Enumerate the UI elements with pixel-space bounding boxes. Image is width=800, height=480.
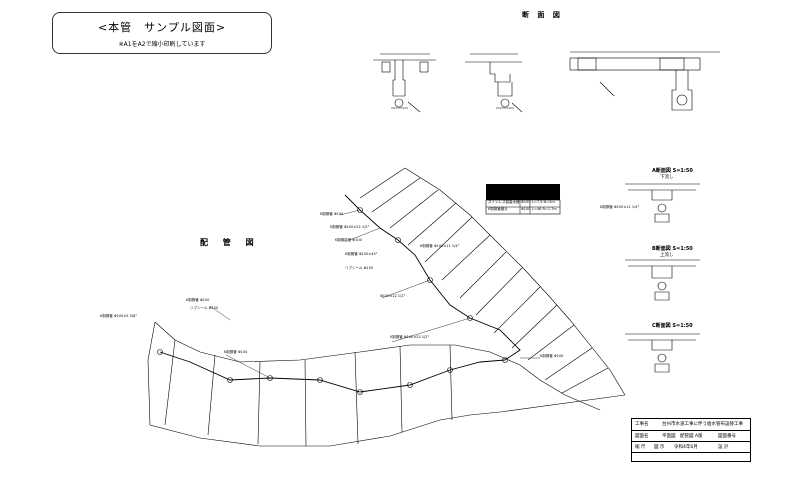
project-value: 台州市水道工事に伴う給水管布設替工事	[662, 422, 743, 427]
pipe-label: K制御管 Φ100×5 5/8°	[100, 314, 137, 318]
section-views-heading: 断 面 図	[522, 11, 563, 19]
pipe-label: K制御管 Φ100	[540, 354, 564, 358]
legend-row-1-b: Φ100	[521, 200, 531, 204]
drawing-no-label: 図面番号	[718, 434, 736, 439]
pipe-label: K制御管 Φ100×22 1/2°	[390, 335, 430, 339]
pipe-label: Φ100×22 1/2°	[380, 294, 406, 298]
pipe-label: リブシール Φ150	[190, 306, 219, 310]
legend-row-1-a: ステンレス製量水器	[488, 200, 520, 204]
sample-title: <本管 サンプル図面>	[97, 21, 227, 34]
section-c-heading: C断面図 S=1:50	[652, 323, 693, 329]
drawing-label: 図面名	[635, 434, 649, 439]
pipe-label: K制御管 Φ100×45°	[345, 252, 378, 256]
scale-value: 図 示	[654, 445, 665, 450]
pipe-label: K制御曲管 Φ100	[335, 238, 362, 242]
legend-row-1-c: L=7.5 N=2m	[532, 200, 555, 204]
pipe-label: リブシール Φ150	[345, 266, 374, 270]
section-b-heading: B断面図 S=1:50	[652, 246, 693, 252]
pipe-label: K制御管 Φ100	[224, 350, 248, 354]
piping-plan-outline	[147, 167, 626, 447]
section-view-3	[569, 51, 720, 111]
section-a-sub: 下流し	[660, 175, 674, 180]
section-view-2	[465, 53, 523, 113]
leader-lines	[209, 209, 540, 379]
section-b-sub: 上流し	[660, 253, 674, 258]
pipe-label: K制御管 Φ100	[320, 212, 344, 216]
scale-label: 縮 尺	[635, 445, 646, 450]
drawing-value: 平面図 配管図 A版	[662, 434, 703, 439]
pipe-label: K制御管 Φ100×11 1/4°	[600, 205, 640, 209]
pipe-label: K制御管 Φ100×22 1/2°	[330, 225, 370, 229]
pipe-label: K制御管 Φ100×11 1/4°	[420, 244, 460, 248]
legend-row-2-c: L=46 R=1.7m	[532, 207, 557, 211]
section-c-drawing	[625, 333, 700, 373]
section-a-drawing	[625, 183, 700, 223]
legend-row-2-b: Φ100	[521, 207, 531, 211]
sample-note: ※A1をA2で縮小印刷しています	[118, 41, 206, 48]
section-view-1	[373, 53, 436, 113]
approve-label: 設 計	[718, 445, 729, 450]
legend-box	[485, 184, 561, 215]
section-a-heading: A断面図 S=1:50	[652, 168, 693, 174]
sample-drawing-box: <本管 サンプル図面> ※A1をA2で縮小印刷しています	[52, 12, 272, 54]
section-b-drawing	[625, 259, 700, 301]
title-block: 工事名 台州市水道工事に伴う給水管布設替工事 図面名 平面図 配管図 A版 図面…	[631, 418, 751, 462]
legend-row-2-a: K制御管継手	[488, 207, 508, 211]
pipe-label: K制御管 Φ100	[186, 298, 210, 302]
main-pipe-route	[159, 194, 521, 393]
project-label: 工事名	[635, 422, 649, 427]
pipe-fittings	[157, 207, 508, 395]
piping-plan-heading: 配 管 図	[200, 238, 260, 247]
date-label: 令和4年6月	[674, 445, 698, 450]
